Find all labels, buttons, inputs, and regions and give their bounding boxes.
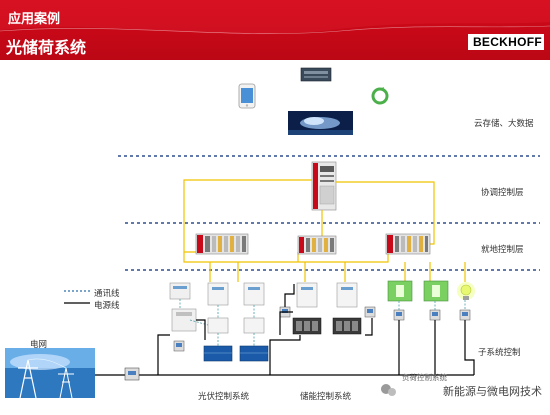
label-load-control-system: 负荷控制系统 xyxy=(402,373,447,382)
wechat-icon xyxy=(381,384,396,396)
grid-meter xyxy=(124,367,140,381)
power-lines xyxy=(80,284,475,376)
legend-comm-line-label: 通讯线 xyxy=(94,289,120,299)
header-banner: 应用案例 光储荷系统 BECKHOFF xyxy=(0,0,550,60)
coordination-controller xyxy=(311,161,337,211)
smartphone-icon xyxy=(238,83,256,109)
storage-subsystem xyxy=(279,282,376,335)
local-controller-pv xyxy=(195,233,249,255)
label-storage-control-system: 储能控制系统 xyxy=(300,392,352,402)
header-wave-decoration xyxy=(0,0,550,35)
label-pv-control-system: 光伏控制系统 xyxy=(198,392,250,402)
legend-power-line-label: 电源线 xyxy=(94,301,120,311)
local-controller-storage xyxy=(297,235,337,255)
brand-logo-box xyxy=(468,34,544,50)
grid-label: 电网 xyxy=(30,340,48,350)
network-switch-device xyxy=(300,67,332,82)
pv-subsystem xyxy=(169,282,269,362)
layer-label-cloud: 云存储、大数据 xyxy=(474,119,534,129)
local-controller-load xyxy=(385,233,431,255)
header-title: 应用案例 xyxy=(8,12,61,27)
cloud-storage-image xyxy=(288,111,353,135)
page-title: 光储荷系统 xyxy=(6,38,87,57)
communication-lines xyxy=(183,179,466,282)
grid-photo xyxy=(5,348,95,399)
layer-label-coordination: 协调控制层 xyxy=(481,188,524,198)
layer-label-subsystem: 子系统控制 xyxy=(478,348,521,358)
layer-label-local: 就地控制层 xyxy=(481,245,524,255)
watermark-text: 新能源与微电网技术 xyxy=(443,385,542,398)
load-subsystem xyxy=(387,280,475,321)
refresh-sync-icon xyxy=(371,87,389,105)
brand-logo: BECKHOFF xyxy=(472,35,542,49)
